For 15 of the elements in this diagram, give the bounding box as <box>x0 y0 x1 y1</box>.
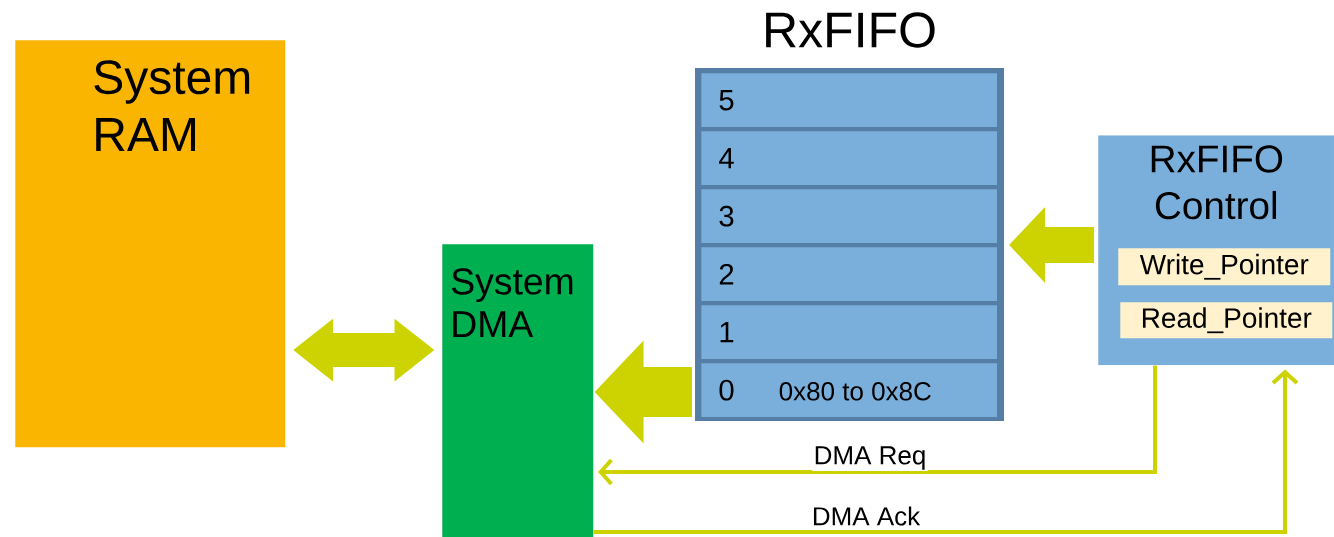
node-label: RxFIFO <box>766 12 935 48</box>
dma-block: System DMA <box>442 244 594 537</box>
edge-label: DMA Req <box>812 445 928 471</box>
register-field: Write_Pointer <box>1118 248 1331 286</box>
fifo-slot: 0 0x80 to 0x8C <box>698 360 1001 421</box>
fifo-slot: 2 <box>698 244 1001 305</box>
edge-label: DMA Ack <box>810 505 922 527</box>
signal-arrow <box>598 365 1157 486</box>
fifo-slot: 5 <box>698 70 1001 131</box>
fifo-slot: 4 <box>698 128 1001 189</box>
fifo-slot: 3 <box>698 186 1001 247</box>
memory-block: System RAM <box>15 40 286 448</box>
signal-arrow <box>593 369 1299 534</box>
register-field: Read_Pointer <box>1120 302 1333 339</box>
fifo-slot: 1 <box>698 302 1001 363</box>
